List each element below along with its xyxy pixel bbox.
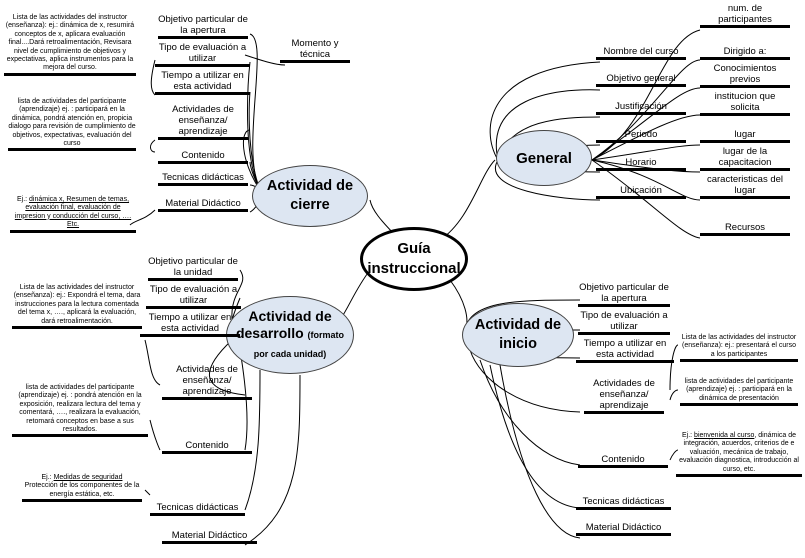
cierre-item-tiempo: Tiempo a utilizar en esta actividad: [155, 70, 250, 95]
general-item-conocimientos: Conocimientos previos: [700, 63, 790, 88]
inicio-item-tipo: Tipo de evaluación a utilizar: [578, 310, 670, 335]
inicio-item-tecnicas: Tecnicas didácticas: [576, 496, 671, 510]
desarrollo-note-contenido-rest: Protección de los componentes de la ener…: [24, 482, 140, 498]
desarrollo-item-objetivo: Objetivo particular de la unidad: [148, 256, 238, 281]
cierre-note-material-prefix: Ej.:: [16, 196, 30, 203]
inicio-title-line1: Actividad de: [474, 317, 562, 333]
cierre-item-contenido: Contenido: [158, 150, 248, 164]
center-node: Guía instruccional: [360, 227, 468, 291]
general-item-periodo: Periodo: [596, 129, 686, 143]
inicio-note-participante: lista de actividades del participante (a…: [680, 378, 798, 407]
cierre-node: Actividad de cierre: [252, 165, 368, 227]
inicio-note-contenido-rest: , dinámica de integración, acuerdos, cri…: [679, 432, 799, 473]
desarrollo-item-tiempo: Tiempo a utilizar en esta actividad: [140, 312, 240, 337]
cierre-item-tipo: Tipo de evaluación a utilizar: [155, 42, 250, 67]
cierre-title-line2: cierre: [290, 197, 330, 213]
desarrollo-item-tipo: Tipo de evaluación a utilizar: [146, 284, 241, 309]
cierre-note-participante: lista de actividades del participante (a…: [8, 98, 136, 152]
desarrollo-title-line2: desarrollo: [235, 324, 304, 341]
desarrollo-note-contenido-prefix: Ej.:: [41, 474, 54, 481]
inicio-item-tiempo: Tiempo a utilizar en esta actividad: [576, 338, 674, 363]
desarrollo-item-material: Material Didáctico: [162, 530, 257, 544]
desarrollo-node: Actividad de desarrollo (formato por cad…: [226, 296, 354, 374]
general-item-ubicacion: Ubicación: [596, 185, 686, 199]
center-title-line1: Guía: [397, 240, 431, 257]
cierre-item-material: Material Didáctico: [158, 198, 248, 212]
inicio-note-contenido-prefix: Ej.:: [681, 432, 695, 439]
general-item-objetivo: Objetivo general: [596, 73, 686, 87]
inicio-note-contenido-link: bienvenida al curso: [694, 432, 755, 439]
general-title: General: [516, 149, 572, 167]
cierre-momento: Momento y técnica: [280, 38, 350, 63]
inicio-note-instructor: Lista de las actividades del instructor …: [680, 334, 798, 363]
desarrollo-item-contenido: Contenido: [162, 440, 252, 454]
desarrollo-title-suffix: (formato: [307, 329, 345, 340]
desarrollo-note-instructor: Lista de las actividades del instructor …: [12, 284, 142, 330]
desarrollo-title-line1: Actividad de: [248, 307, 332, 324]
cierre-item-objetivo: Objetivo particular de la apertura: [158, 14, 248, 39]
desarrollo-note-contenido-link: Medidas de seguridad: [53, 474, 123, 481]
inicio-item-actividades: Actividades de enseñanza/ aprendizaje: [584, 378, 664, 414]
desarrollo-item-actividades: Actividades de enseñanza/ aprendizaje: [162, 364, 252, 400]
general-item-nombre: Nombre del curso: [596, 46, 686, 60]
general-item-caracteristicas: caracteristicas del lugar: [700, 174, 790, 199]
desarrollo-item-tecnicas: Tecnicas didácticas: [150, 502, 245, 516]
general-item-lugar: lugar: [700, 129, 790, 143]
cierre-note-instructor: Lista de las actividades del instructor …: [4, 14, 136, 76]
general-item-justificacion: Justificación: [596, 101, 686, 115]
general-item-dirigido: Dirigido a:: [700, 46, 790, 60]
inicio-item-material: Material Didáctico: [576, 522, 671, 536]
desarrollo-note-participante: lista de actividades del participante (a…: [12, 384, 148, 438]
cierre-title-line1: Actividad de: [266, 178, 354, 194]
inicio-node: Actividad de inicio: [462, 303, 574, 367]
cierre-note-material: Ej.: dinámica x, Resumen de temas, evalu…: [10, 196, 136, 233]
inicio-item-objetivo: Objetivo particular de la apertura: [578, 282, 670, 307]
general-item-num-participantes: num. de participantes: [700, 3, 790, 28]
desarrollo-title-line3: por cada unidad): [253, 348, 327, 359]
general-item-institucion: institucion que solicita: [700, 91, 790, 116]
inicio-title-line2: inicio: [499, 336, 537, 352]
inicio-note-contenido: Ej.: bienvenida al curso, dinámica de in…: [676, 432, 802, 478]
cierre-item-tecnicas: Tecnicas didácticas: [158, 172, 248, 186]
desarrollo-note-contenido: Ej.: Medidas de seguridad Protección de …: [22, 474, 142, 503]
general-node: General: [496, 130, 592, 186]
cierre-item-actividades: Actividades de enseñanza/ aprendizaje: [158, 104, 248, 140]
general-item-horario: Horario: [596, 157, 686, 171]
inicio-item-contenido: Contenido: [578, 454, 668, 468]
cierre-note-material-text: dinámica x, Resumen de temas, evaluación…: [14, 196, 132, 229]
general-item-recursos: Recursos: [700, 222, 790, 236]
center-title-line2: instruccional: [367, 260, 461, 277]
general-item-lugar-capacitacion: lugar de la capacitacion: [700, 146, 790, 171]
